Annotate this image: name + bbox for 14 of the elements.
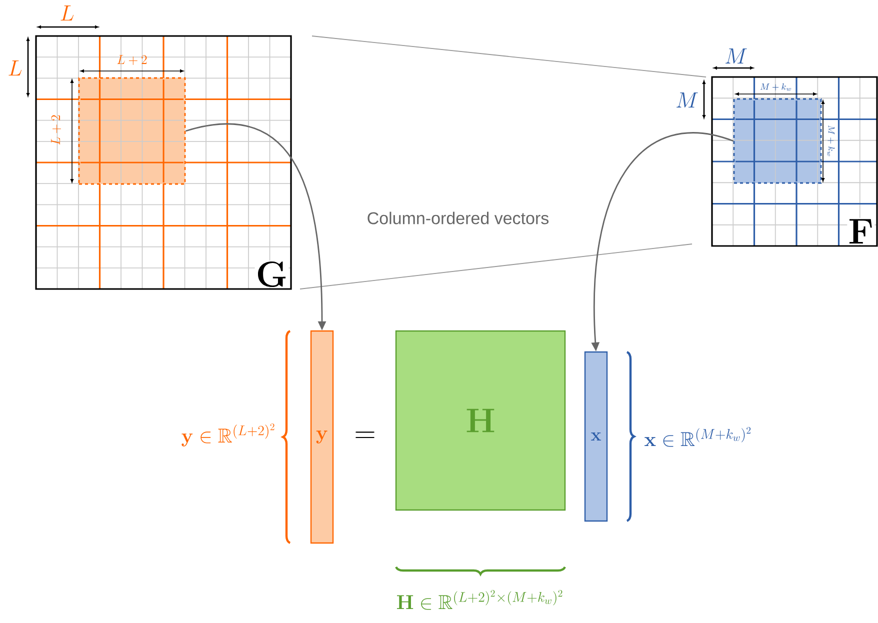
annotation-text: Column-ordered vectors — [368, 212, 549, 224]
math-label: $\mathbf{H}\in\mathbb{R}^{(L+2)^2\times(M+k_w)^2}$ — [397, 590, 562, 610]
dimension-label: $M$ — [676, 92, 698, 108]
dimension-label: $L+2$ — [51, 115, 61, 145]
matrix-box: $\mathbf{H}$ — [395, 330, 566, 511]
dimension-label: $L$ — [8, 60, 22, 76]
math-label: $\mathbf{x}\in\mathbb{R}^{(M+k_w)^2}$ — [644, 427, 751, 447]
dimension-label: $L+2$ — [117, 55, 147, 65]
vector-bar: $\mathbf{y}$ — [310, 330, 334, 544]
equals-sign: $=$ — [356, 432, 374, 438]
dimension-label: $L$ — [60, 6, 74, 21]
vector-bar: $\mathbf{x}$ — [584, 351, 608, 522]
dimension-label: $M$ — [726, 48, 747, 64]
math-label: $\mathbf{y}\in\mathbb{R}^{(L+2)^2}$ — [182, 423, 274, 446]
